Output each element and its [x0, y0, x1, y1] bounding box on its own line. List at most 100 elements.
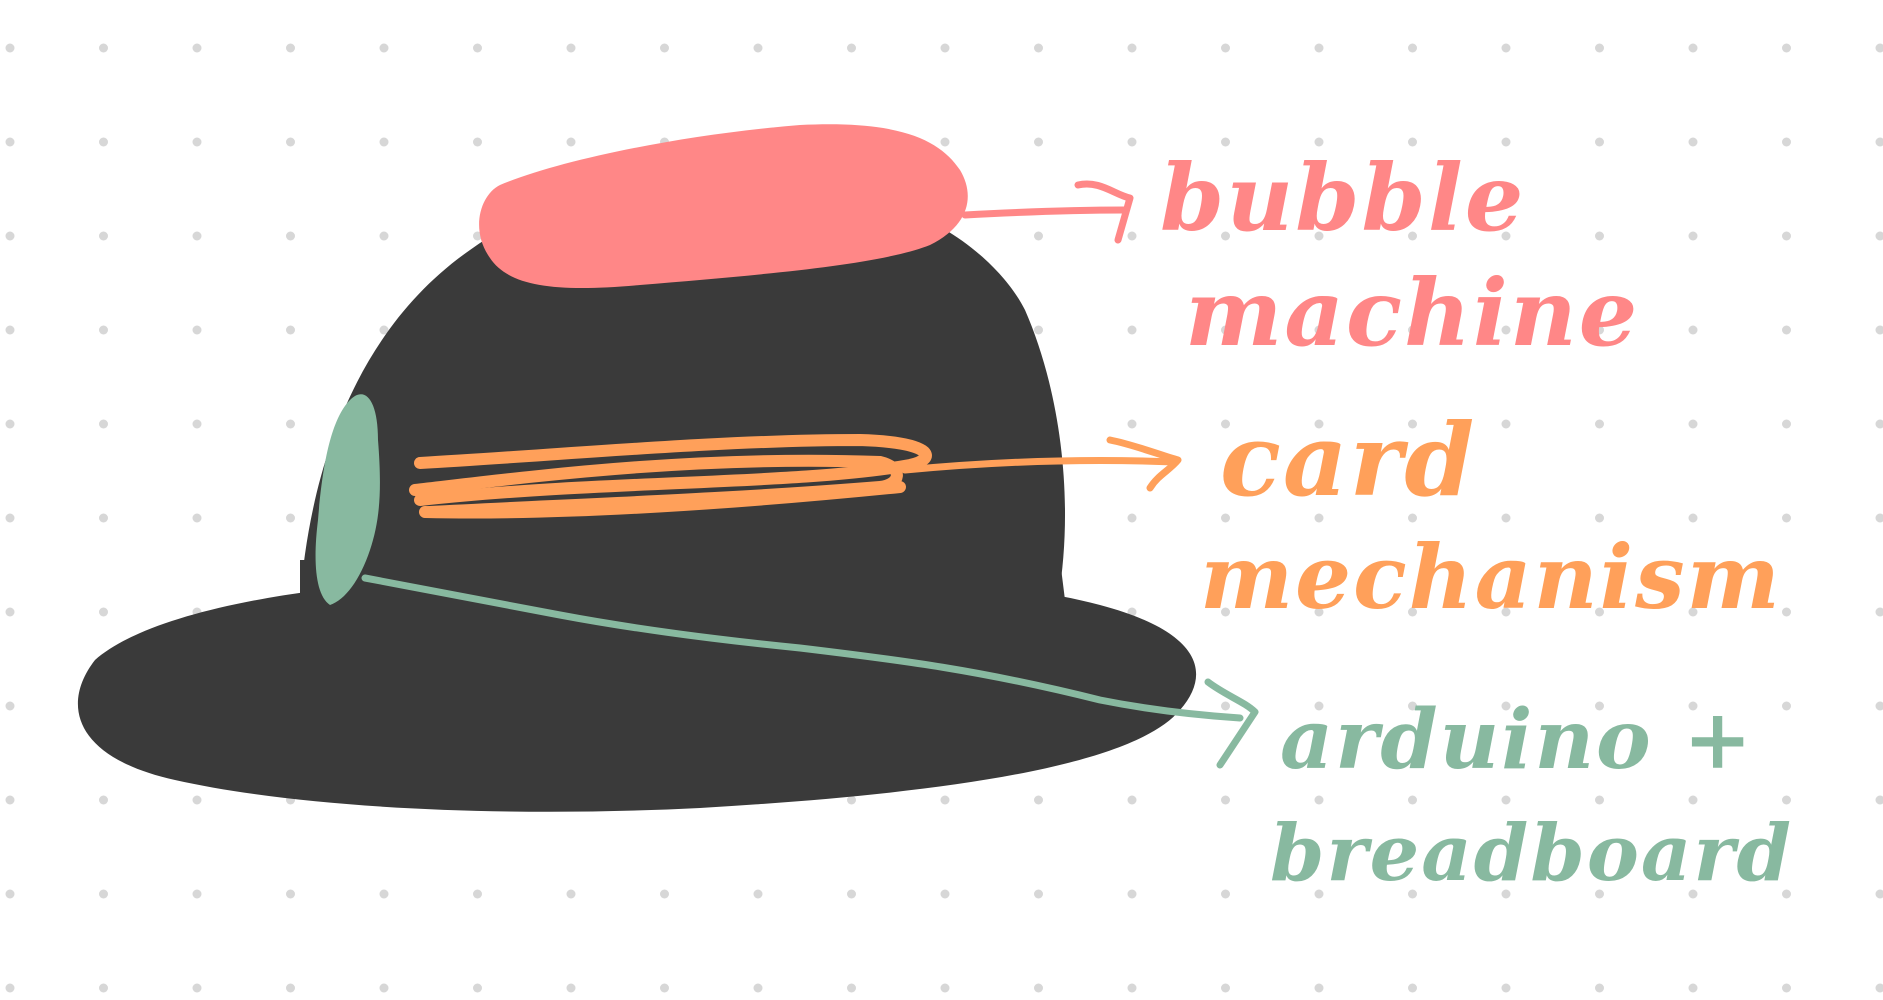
grid-dot [473, 43, 482, 53]
grid-dot [1221, 889, 1230, 899]
grid-dot [1408, 889, 1417, 899]
grid-dot [1595, 889, 1604, 899]
grid-dot [1221, 701, 1230, 711]
grid-dot [1314, 231, 1324, 241]
grid-dot [1501, 701, 1511, 711]
bubble-arrow-line [961, 206, 1129, 219]
grid-dot [1408, 137, 1417, 147]
grid-dot [1127, 137, 1137, 147]
label-card-line1: card [1220, 401, 1476, 519]
grid-dot [1221, 419, 1230, 429]
grid-dot [99, 983, 108, 993]
grid-dot [660, 889, 669, 899]
grid-dot [1314, 889, 1324, 899]
label-arduino-line1: arduino + [1280, 692, 1754, 788]
grid-dot [1688, 795, 1698, 805]
grid-dot [1595, 325, 1604, 335]
grid-dot [1688, 889, 1698, 899]
grid-dot [1221, 795, 1230, 805]
grid-dot [660, 43, 669, 53]
grid-dot [847, 889, 856, 899]
grid-dot [940, 795, 950, 805]
grid-dot [1034, 889, 1043, 899]
grid-dot [1688, 419, 1698, 429]
grid-dot [1782, 325, 1791, 335]
grid-dot [1875, 795, 1883, 805]
grid-dot [192, 231, 202, 241]
label-bubble-line1: bubble [1160, 144, 1525, 252]
grid-dot [473, 889, 482, 899]
grid-dot [1501, 983, 1511, 993]
grid-dot [99, 607, 108, 617]
grid-dot [1875, 419, 1883, 429]
grid-dot [1501, 43, 1511, 53]
grid-dot [286, 889, 295, 899]
grid-dot [5, 607, 15, 617]
grid-dot [99, 43, 108, 53]
card-arrow-head [1106, 436, 1182, 492]
grid-dot [379, 137, 389, 147]
grid-dot [286, 325, 295, 335]
grid-dot [1875, 43, 1883, 53]
grid-dot [753, 983, 763, 993]
grid-dot [1782, 983, 1791, 993]
grid-dot [1595, 231, 1604, 241]
grid-dot [5, 137, 15, 147]
grid-dot [1314, 137, 1324, 147]
grid-dot [99, 513, 108, 523]
grid-dot [1127, 889, 1137, 899]
grid-dot [1875, 701, 1883, 711]
grid-dot [1595, 607, 1604, 617]
grid-dot [660, 983, 669, 993]
arduino-arrow-head [1204, 678, 1259, 769]
grid-dot [1782, 513, 1791, 523]
grid-dot [99, 231, 108, 241]
label-bubble-machine: bubble machine [1160, 144, 1637, 367]
card-mechanism-icon [409, 433, 1182, 519]
grid-dot [847, 983, 856, 993]
grid-dot [1221, 325, 1230, 335]
grid-dot [1127, 513, 1137, 523]
bubble-arrow-head [1074, 180, 1134, 244]
grid-dot [99, 137, 108, 147]
grid-dot [1408, 983, 1417, 993]
grid-dot [1688, 513, 1698, 523]
grid-dot [1314, 795, 1324, 805]
grid-dot [5, 795, 15, 805]
grid-dot [1875, 889, 1883, 899]
grid-dot [753, 889, 763, 899]
grid-dot [566, 983, 576, 993]
grid-dot [5, 325, 15, 335]
grid-dot [1688, 607, 1698, 617]
grid-dot [940, 43, 950, 53]
arduino-wire [361, 574, 1244, 722]
grid-dot [1314, 43, 1324, 53]
grid-dot [1221, 513, 1230, 523]
grid-dot [1595, 137, 1604, 147]
grid-dot [566, 43, 576, 53]
grid-dot [847, 795, 856, 805]
grid-dot [1595, 513, 1604, 523]
grid-dot [1221, 607, 1230, 617]
grid-dot [1875, 983, 1883, 993]
grid-dot [1034, 43, 1043, 53]
grid-dot [1127, 231, 1137, 241]
grid-dot [1875, 513, 1883, 523]
card-scribble-3 [419, 481, 906, 519]
grid-dot [473, 231, 482, 241]
grid-dot [1501, 231, 1511, 241]
grid-dot [1408, 701, 1417, 711]
grid-dot [5, 419, 15, 429]
grid-dot [1501, 513, 1511, 523]
card-arrow-line [901, 456, 1179, 474]
grid-dot [1314, 325, 1324, 335]
grid-dot [1501, 889, 1511, 899]
grid-dot [473, 983, 482, 993]
grid-dot [379, 983, 389, 993]
grid-dot [5, 889, 15, 899]
grid-dot [286, 137, 295, 147]
grid-dot [1595, 419, 1604, 429]
grid-dot [1595, 43, 1604, 53]
grid-dot [1688, 43, 1698, 53]
grid-dot [1221, 231, 1230, 241]
